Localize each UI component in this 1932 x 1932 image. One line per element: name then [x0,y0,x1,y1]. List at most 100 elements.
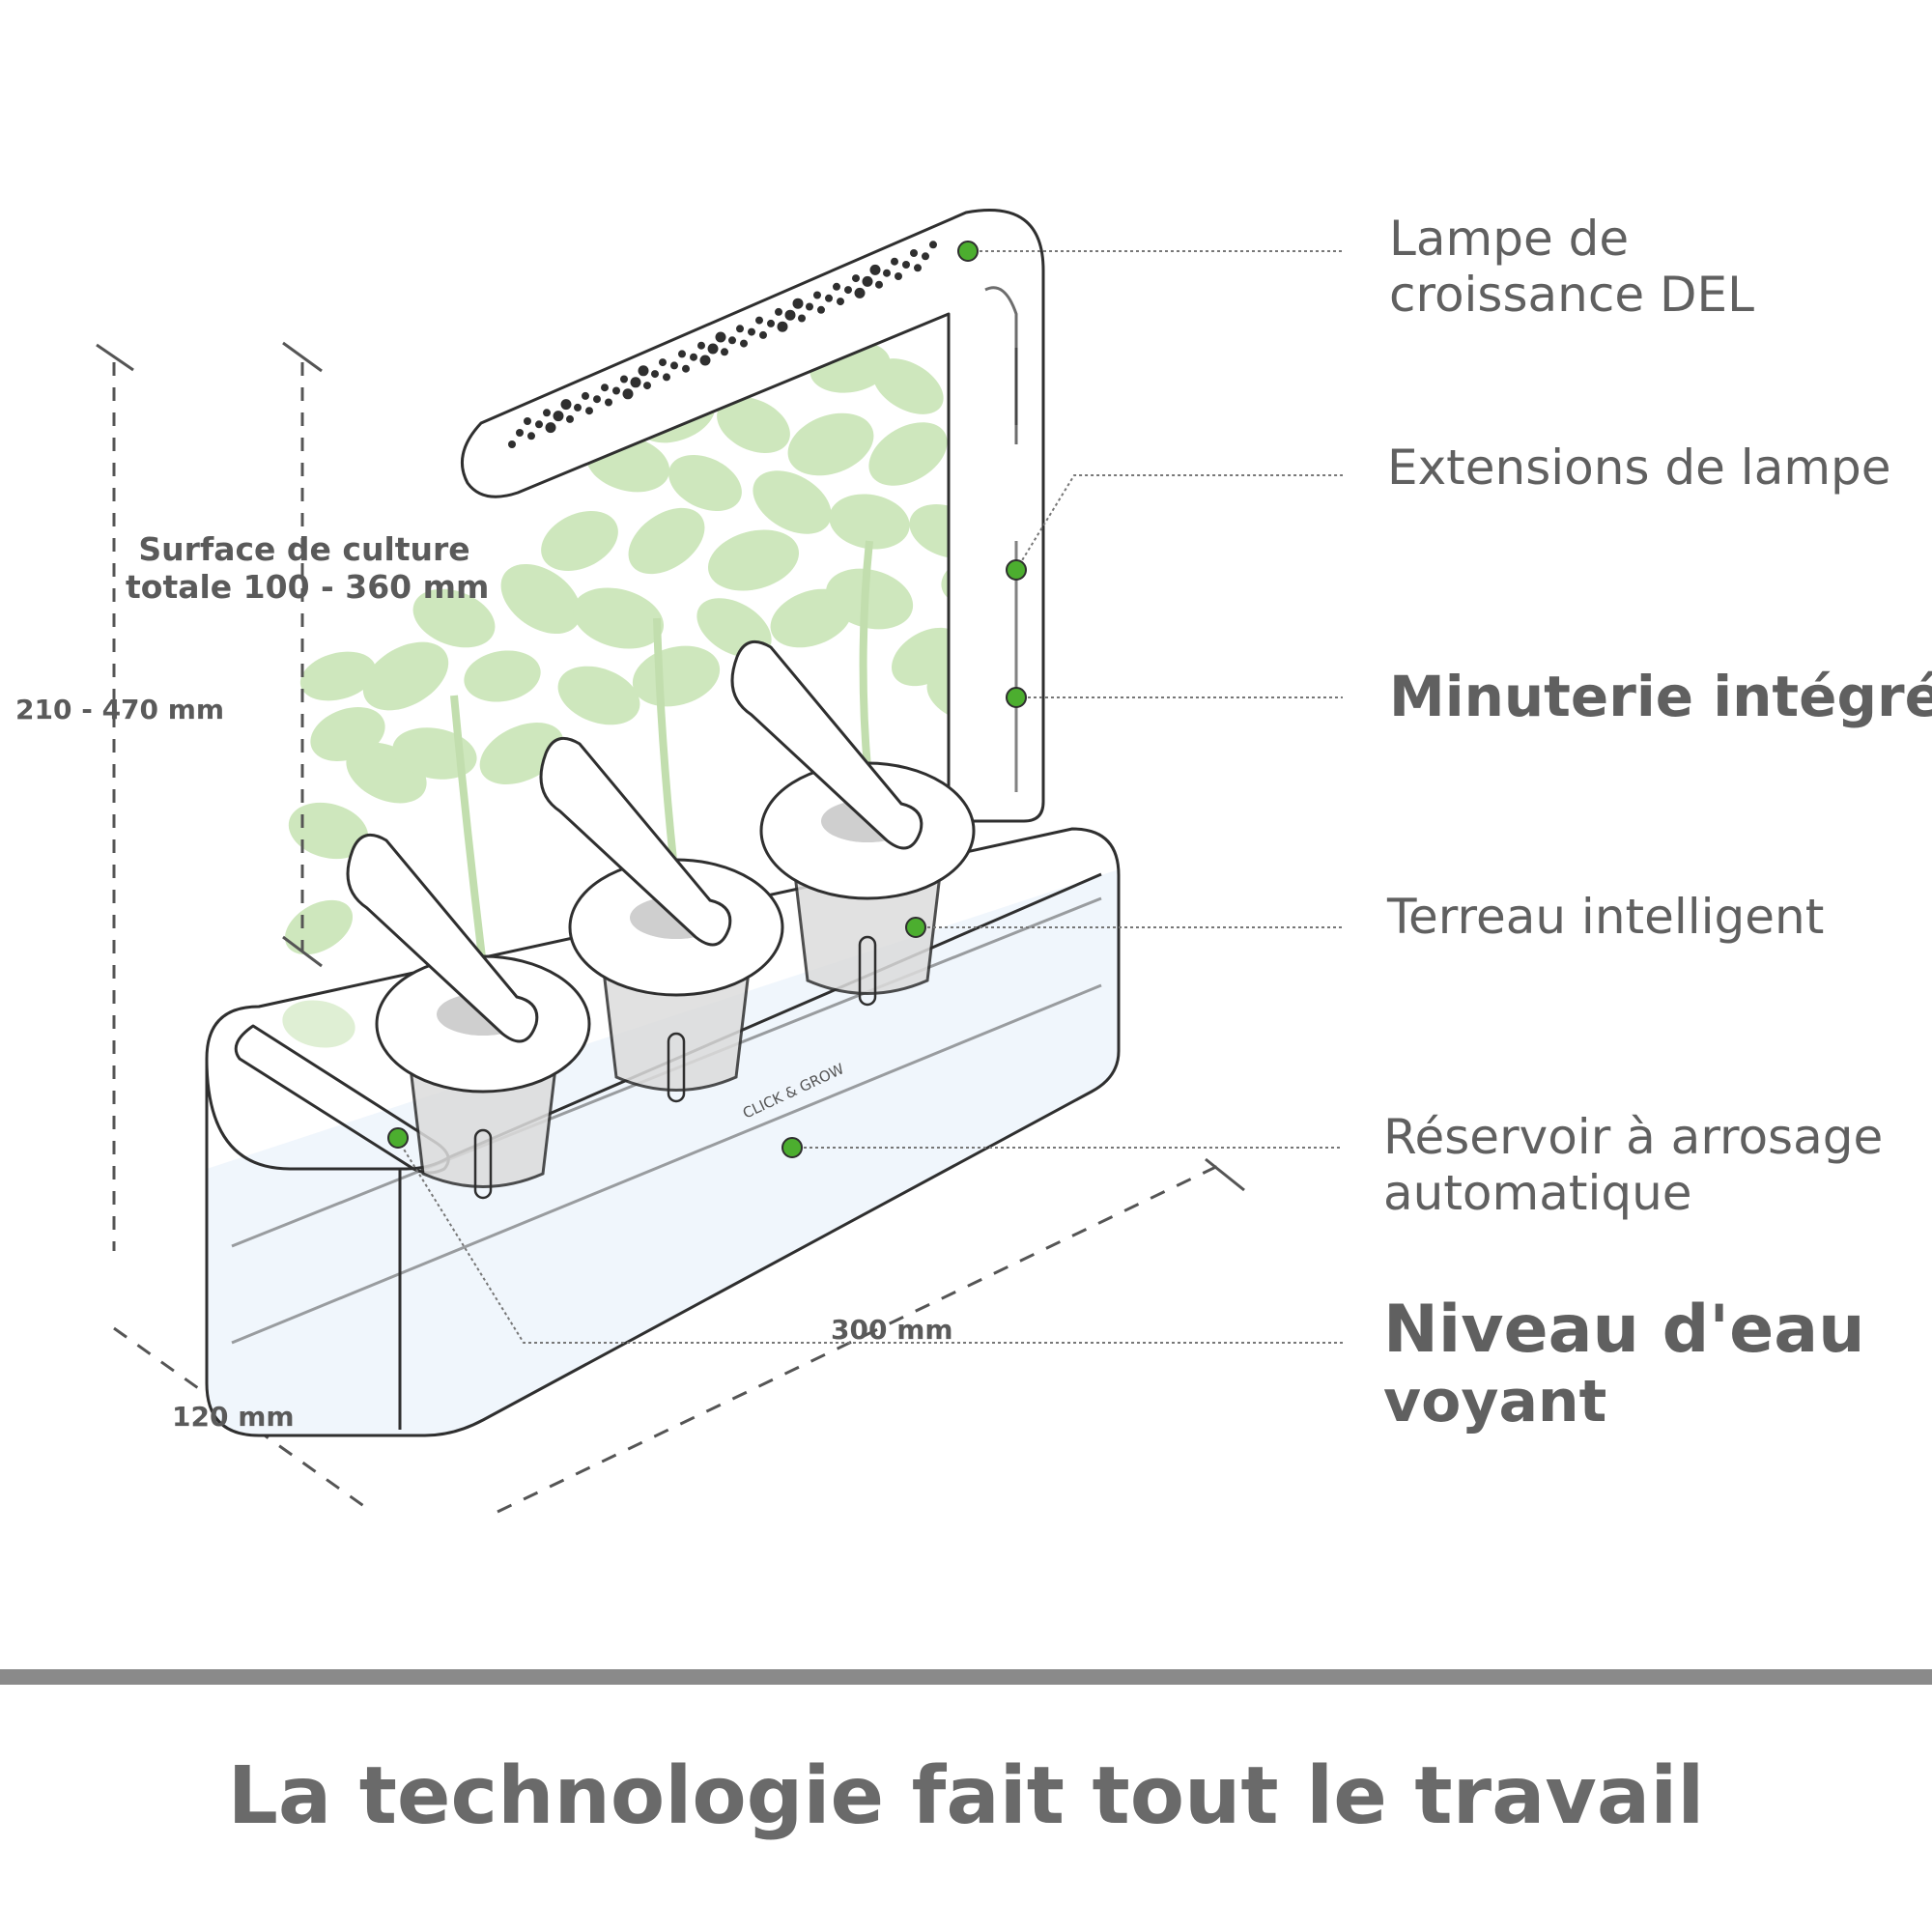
led-hole [748,327,755,336]
led-hole [690,353,697,361]
leaf [572,587,665,649]
plant-pods [346,639,976,1200]
led-hole [620,375,628,384]
led-hole [553,411,564,422]
leaf [787,412,874,476]
led-hole [574,403,582,412]
led-hole [854,287,866,298]
feature-markers [387,241,1027,1158]
led-hole [755,316,763,325]
led-hole [524,417,531,425]
leaf [362,641,449,711]
led-hole [527,432,535,440]
leaf [284,899,354,955]
led-grid [508,241,937,448]
led-hole [622,388,634,400]
leaf [500,563,582,635]
led-hole [869,264,881,275]
led-hole [736,325,744,333]
led-hole [697,341,705,350]
leaf [753,470,832,534]
leaf [464,650,541,702]
divider-bar [0,1669,1932,1685]
leaf [668,454,742,512]
led-hole [535,420,543,429]
led-hole [883,269,891,277]
led-hole [643,382,651,390]
led-hole [895,272,902,280]
led-hole [817,305,825,314]
led-hole [825,294,833,302]
led-hole [806,302,813,311]
led-hole [601,384,609,392]
product-diagram: CLICK & GROW Surface de culture totale 1… [15,209,1932,1514]
leaf [628,507,705,575]
led-hole [777,321,788,332]
led-hole [545,422,556,434]
leaf [541,511,618,571]
leader-lines [397,250,1343,1344]
led-hole [875,280,883,289]
leaf [288,802,369,860]
led-hole [699,355,711,366]
led-hole [914,264,922,272]
led-hole [775,307,782,316]
led-hole [721,348,728,356]
feature-timer-label: Minuterie intégrée [1389,664,1932,729]
tagline: La technologie fait tout le travail [227,1750,1705,1842]
plant-pod [539,736,784,1103]
led-hole [767,319,775,327]
leaf [868,422,948,486]
led-hole [508,440,516,448]
led-hole [813,291,821,299]
led-hole [630,377,641,388]
led-hole [891,257,898,266]
feature-water-level-label: Niveau d'eau voyant [1383,1292,1865,1435]
feature-reservoir-label: Réservoir à arrosage automatique [1383,1109,1884,1221]
led-hole [659,358,667,367]
leaf [872,358,944,414]
led-hole [759,330,767,339]
marker-lamp [957,241,979,262]
leaf [632,645,721,707]
led-hole [543,409,551,417]
height-dimension-label: 210 - 470 mm [15,694,225,725]
depth-dimension-label: 120 mm [172,1401,295,1433]
led-hole [566,414,574,423]
feature-soil-label: Terreau intelligent [1387,889,1825,945]
leaf [557,666,640,725]
led-hole [715,331,726,343]
smart-garden-illustration: CLICK & GROW [96,209,1343,1514]
leaf [829,494,910,550]
led-hole [728,336,736,345]
leaf [310,706,385,762]
led-hole [605,398,612,407]
led-hole [792,298,804,309]
led-hole [663,373,670,382]
growing-area-line-2: totale 100 - 360 mm [126,567,490,606]
leaf [825,568,914,630]
marker-timer [1006,687,1027,708]
led-hole [582,391,589,400]
water-fill [207,869,1119,1435]
marker-water-level [387,1127,409,1149]
led-hole [929,241,937,249]
led-hole [707,343,719,355]
leaf [282,1000,355,1048]
led-hole [682,364,690,373]
led-hole [638,365,649,377]
led-hole [837,298,844,306]
plant-pod [346,833,591,1200]
led-hole [833,282,840,291]
led-hole [593,395,601,404]
led-hole [678,350,686,358]
leaf [299,651,377,701]
marker-extensions [1006,559,1027,581]
led-hole [740,339,748,348]
leaf [412,588,496,648]
feature-lamp-label: Lampe de croissance DEL [1389,211,1754,323]
feature-extensions-label: Extensions de lampe [1387,440,1891,496]
led-hole [862,275,873,287]
led-hole [585,407,593,415]
led-hole [902,261,910,269]
